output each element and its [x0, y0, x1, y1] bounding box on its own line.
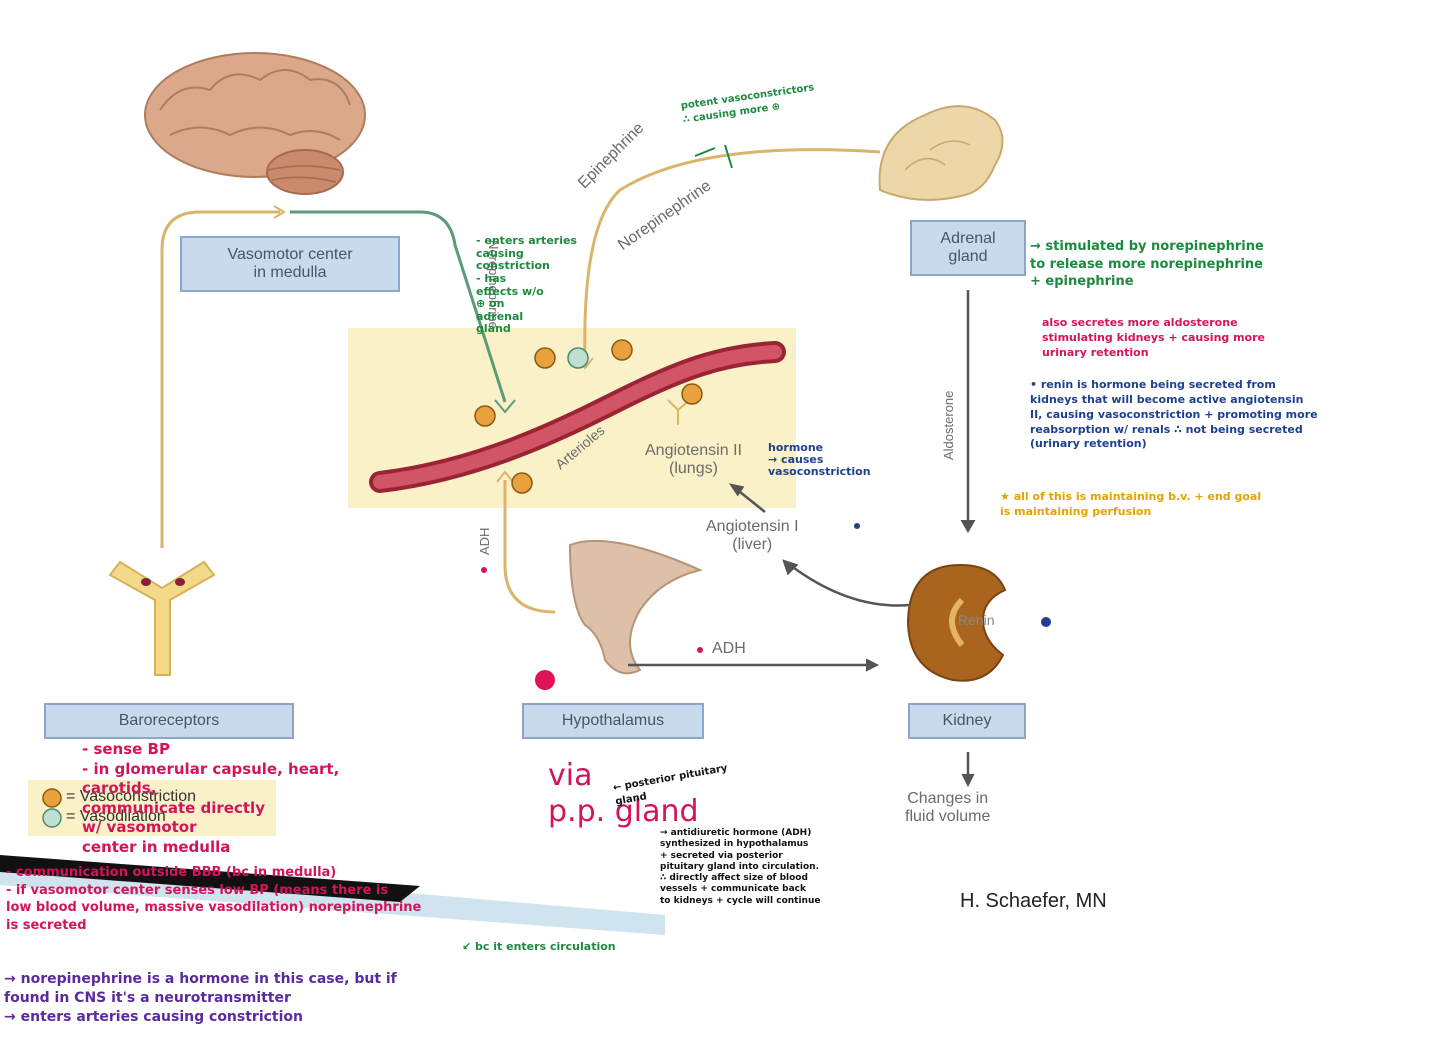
adrenal-gland-box: Adrenal gland — [910, 220, 1026, 276]
kidney-icon — [906, 563, 1007, 682]
via-note: via p.p. gland — [548, 758, 699, 829]
brain-icon — [144, 52, 366, 195]
renin-label: Renin — [958, 612, 995, 628]
vasomotor-to-arteriole — [290, 210, 507, 403]
adrenal-green-note: → stimulated by norepinephrine to releas… — [1030, 239, 1264, 290]
aldosterone-label: Aldosterone — [941, 390, 956, 460]
baroreceptor-vessel-icon — [108, 560, 216, 676]
vasodilation-markers — [42, 347, 589, 828]
renin-blue-note: • renin is hormone being secreted from k… — [1030, 378, 1318, 451]
author-label: H. Schaefer, MN — [960, 890, 1107, 912]
angiotensin-2-label: Angiotensin II (lungs) — [645, 442, 742, 478]
bc-green-note: ↙ bc it enters circulation — [462, 940, 616, 953]
norepinephrine-effects-note: - enters arteries causing constriction -… — [476, 234, 577, 336]
communication-pink-note: - communication outside BBB (bc in medul… — [6, 865, 422, 933]
angiotensin-2-note: hormone → causes vasoconstriction — [768, 441, 871, 479]
purple-note: → norepinephrine is a hormone in this ca… — [4, 971, 397, 1025]
adrenal-pink-note: also secretes more aldosterone stimulati… — [1042, 316, 1266, 359]
adrenal-gland-icon — [878, 105, 1004, 201]
blue-dot — [1041, 617, 1051, 627]
adh-horizontal-label: ADH — [712, 640, 746, 657]
angiotensin-1-label: Angiotensin I (liver) — [706, 518, 799, 554]
baroreceptors-box: Baroreceptors — [44, 703, 294, 739]
vasomotor-center-box: Vasomotor center in medulla — [180, 236, 400, 292]
hypothalamus-box: Hypothalamus — [522, 703, 704, 739]
adh-black-note: → antidiuretic hormone (ADH) synthesized… — [660, 828, 821, 906]
goal-orange-note: ★ all of this is maintaining b.v. + end … — [1000, 490, 1262, 518]
kidney-to-ang1 — [789, 563, 911, 607]
pink-dot — [535, 670, 555, 690]
kidney-box: Kidney — [908, 703, 1026, 739]
legend-panel — [28, 780, 276, 836]
vasoconstriction-markers — [42, 339, 703, 808]
baroreceptor-pink-note: - sense BP - in glomerular capsule, hear… — [82, 740, 340, 856]
changes-fluid-label: Changes in fluid volume — [905, 790, 991, 826]
baroreceptor-to-vasomotor — [160, 210, 280, 548]
pituitary-icon — [568, 539, 704, 675]
y-receptor — [667, 399, 691, 425]
adh-vertical-label: ADH — [477, 527, 492, 555]
legend-vasodilation: = Vasodilation — [66, 808, 166, 825]
adh-to-arteriole — [503, 480, 556, 614]
epi-marker — [694, 144, 733, 169]
adrenal-to-arteriole — [583, 148, 881, 361]
legend-vasoconstriction: = Vasoconstriction — [66, 788, 196, 805]
